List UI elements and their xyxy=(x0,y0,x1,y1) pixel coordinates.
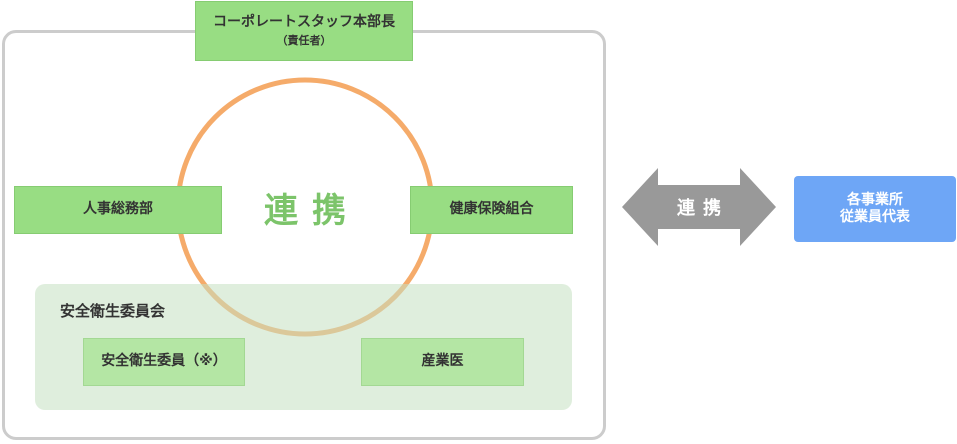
employee-representative-box: 各事業所 従業員代表 xyxy=(794,176,956,242)
health-insurance-label: 健康保険組合 xyxy=(449,201,534,218)
industrial-doctor-box: 産業医 xyxy=(361,338,524,386)
hr-general-affairs-box: 人事総務部 xyxy=(14,186,222,234)
head-subtitle: （責任者） xyxy=(276,33,332,47)
hr-general-affairs-label: 人事総務部 xyxy=(83,201,153,218)
center-cooperation-label: 連携 xyxy=(264,190,360,231)
safety-committee-title: 安全衛生委員会 xyxy=(60,302,166,320)
corporate-staff-head-box: コーポレートスタッフ本部長 （責任者） xyxy=(195,1,413,61)
double-arrow-icon xyxy=(622,168,776,246)
safety-member-label: 安全衛生委員（※） xyxy=(101,353,227,370)
safety-member-box: 安全衛生委員（※） xyxy=(83,338,245,386)
employee-rep-line1: 各事業所 xyxy=(847,191,903,208)
industrial-doctor-label: 産業医 xyxy=(421,353,464,370)
arrow-cooperation-label: 連携 xyxy=(677,198,729,219)
head-title: コーポレートスタッフ本部長 xyxy=(213,14,395,31)
health-insurance-box: 健康保険組合 xyxy=(410,186,573,234)
employee-rep-line2: 従業員代表 xyxy=(840,209,910,225)
